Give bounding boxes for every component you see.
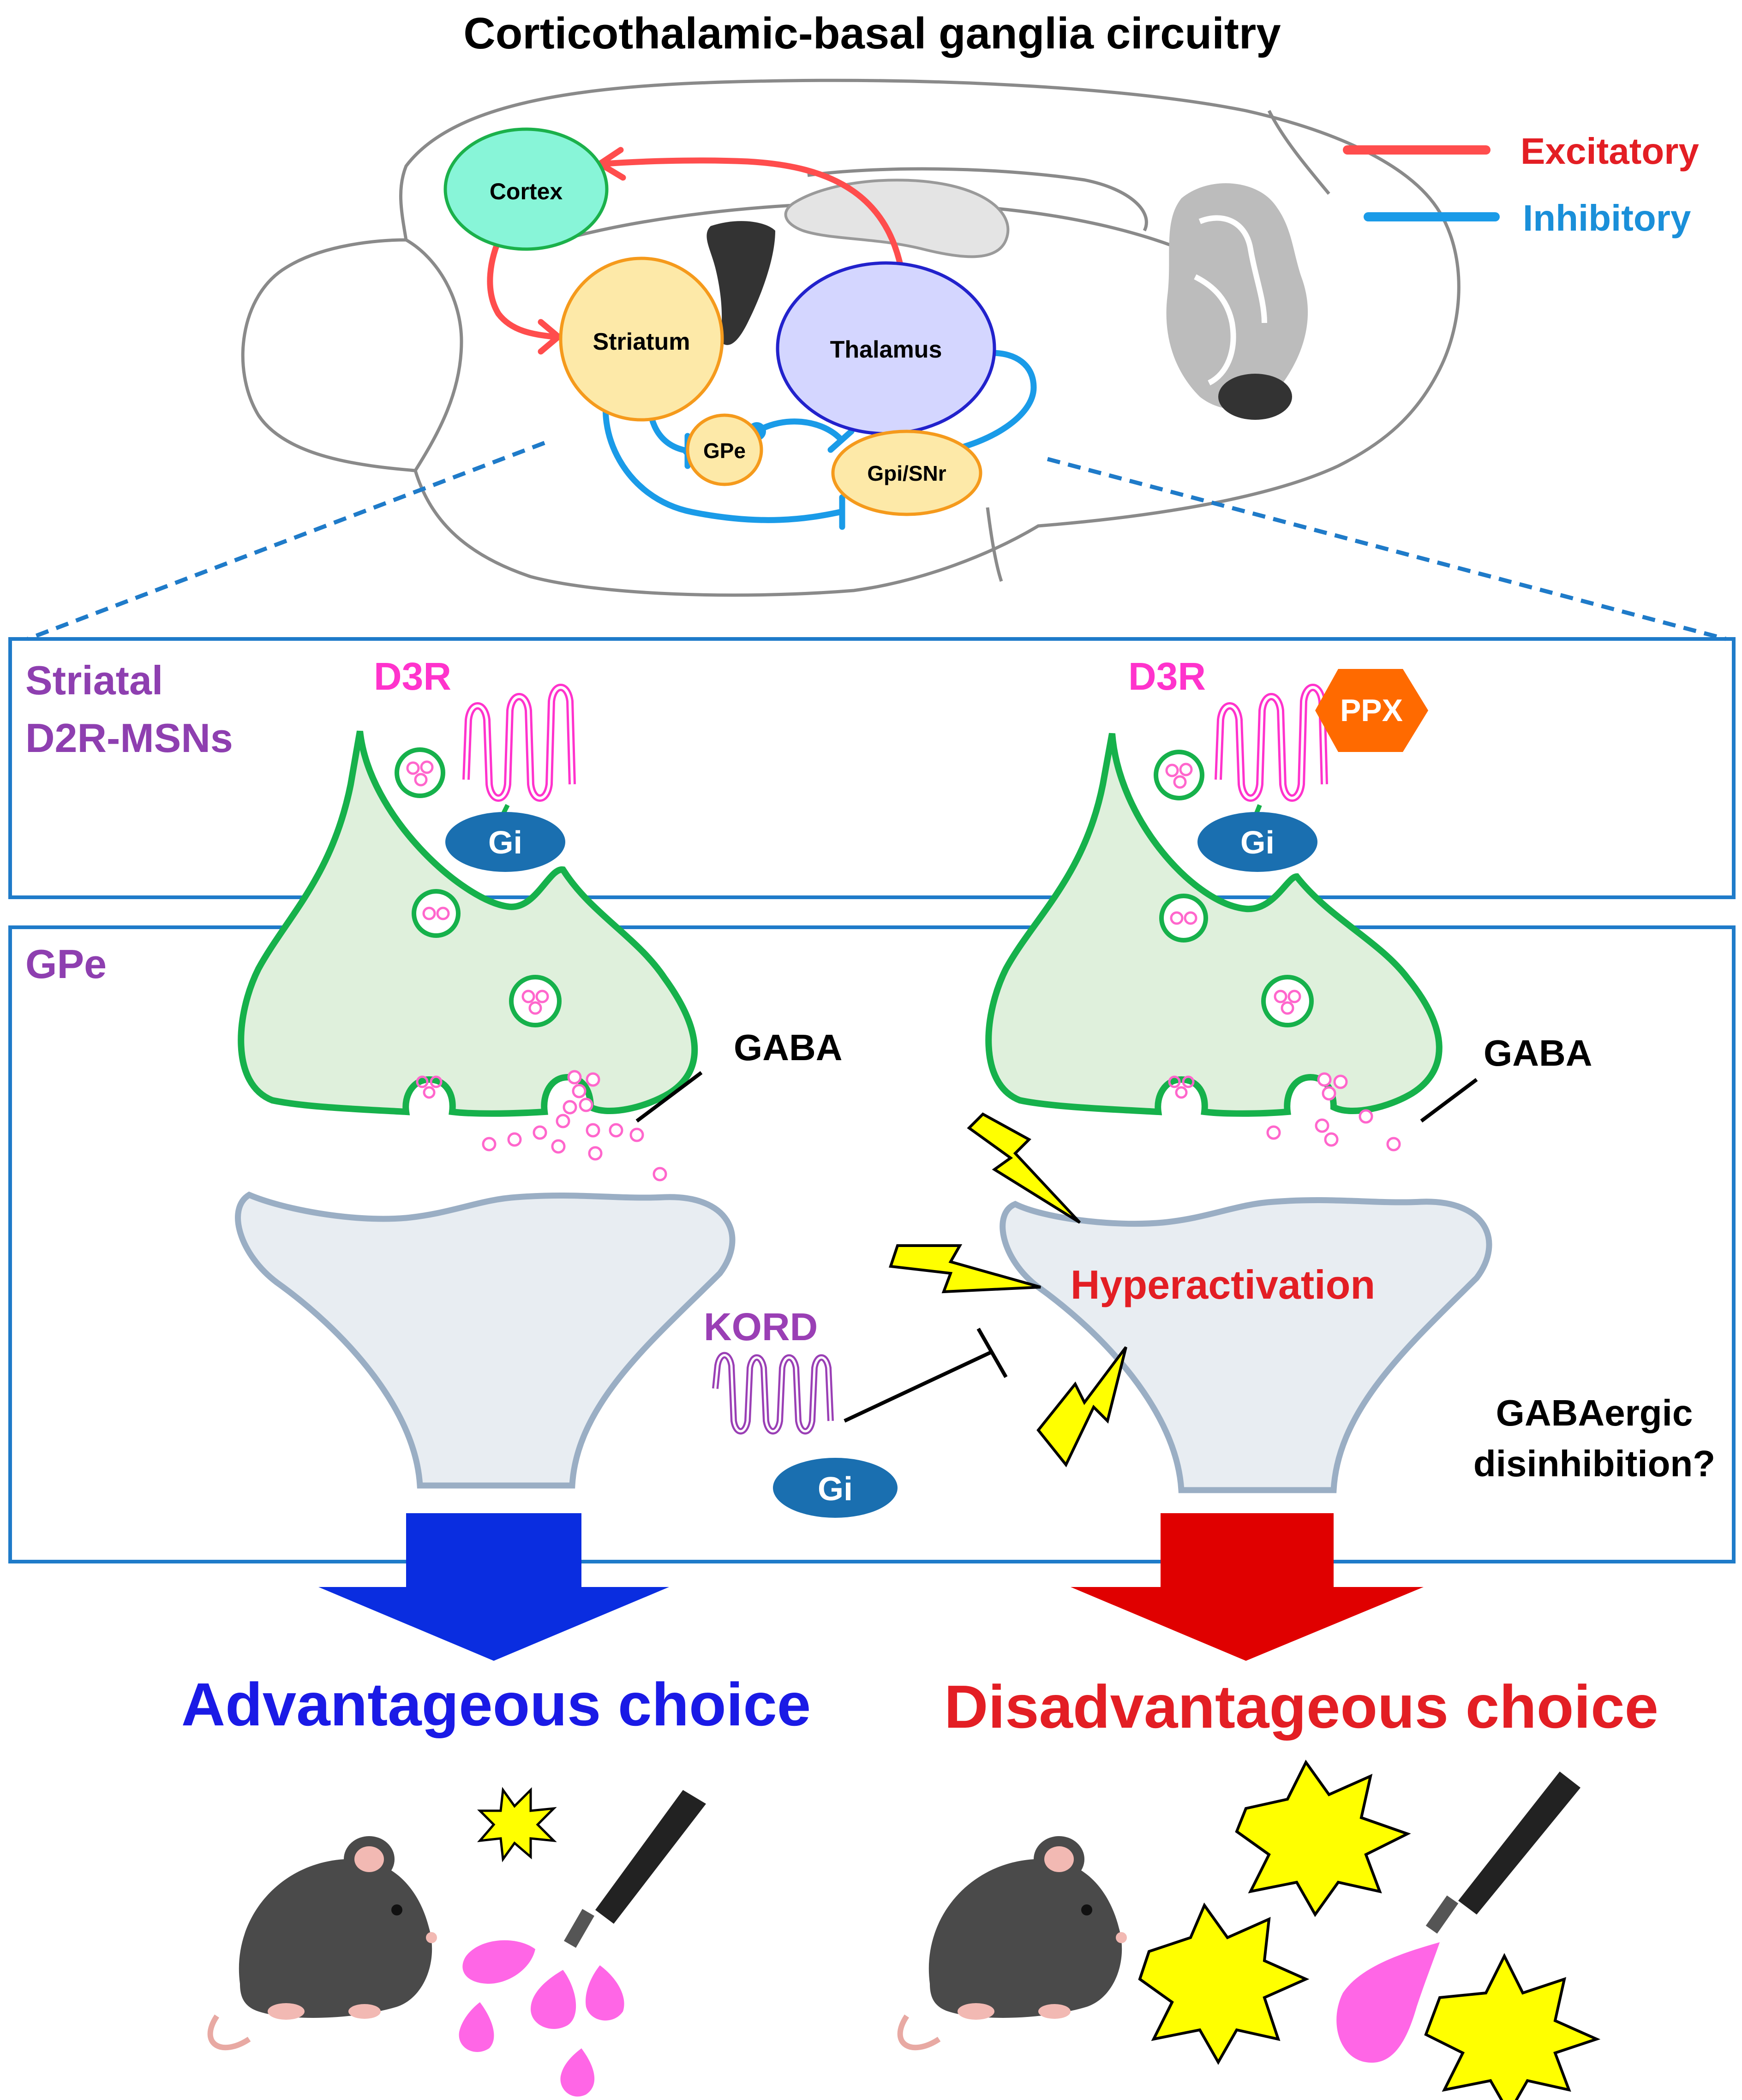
kord-inhibition-line [844,1350,993,1423]
right-synapse: GABA D3R PPX Gi Hyperactivation GABAergi… [888,655,1715,1493]
kord-label: KORD [704,1305,818,1348]
lateral-ventricle [706,221,775,345]
hyperactivation-label: Hyperactivation [1071,1262,1375,1307]
kord-group: KORD Gi [704,1305,1008,1518]
right-presynaptic-terminal [985,733,1443,1117]
disinhibition-label-line2: disinhibition? [1473,1443,1715,1484]
panel-label-gpe: GPe [25,941,107,987]
right-postsynaptic-neuron [1000,1197,1492,1493]
disadvantageous-arrow [1071,1513,1424,1661]
left-small-burst-icon [477,1787,557,1862]
legend: Excitatory Inhibitory [1343,131,1699,239]
lightning-bolt-icon [888,1244,1041,1294]
left-gaba-molecules [482,1070,667,1181]
right-gaba-molecules [1266,1072,1401,1151]
region-thalamus-label: Thalamus [830,336,942,363]
left-gaba-label: GABA [734,1027,843,1068]
burst-icon [1235,1760,1411,1917]
ppx-hexagon [1315,669,1428,752]
left-pink-droplets [459,1940,624,2097]
region-gpe [686,413,763,486]
region-gpi-snr-label: Gpi/SNr [867,461,946,485]
panel-label-striatal: Striatal [25,657,163,703]
figure-title: Corticothalamic-basal ganglia circuitry [463,9,1281,58]
lightning-bolt-icon [967,1112,1081,1224]
left-mouse-icon [207,1836,437,2051]
hippocampus [784,179,1010,258]
left-gi-protein [445,812,565,872]
gpe-to-gpisnr-inhibitory [754,418,843,441]
gpe-panel [8,925,1736,1563]
burst-icon [1424,1953,1601,2100]
right-pink-droplet [1336,1942,1440,2063]
region-gpe-label: GPe [703,439,746,463]
kord-gi-protein [773,1458,898,1518]
left-postsynaptic-neuron [235,1191,736,1489]
right-d3r-label: D3R [1128,655,1206,698]
lightning-bolts [888,1112,1127,1468]
striatum-to-gpisnr-inhibitory [603,384,843,523]
left-vesicles [395,747,562,1027]
left-d3r-label: D3R [374,655,451,698]
disinhibition-label-line1: GABAergic [1496,1392,1693,1433]
left-presynaptic-terminal [238,730,698,1117]
right-large-bursts [1138,1760,1601,2100]
right-gaba-label: GABA [1484,1032,1592,1074]
right-d3r-receptor [1215,684,1328,802]
gpisnr-to-thalamus-inhibitory [938,350,1037,455]
cortex-to-striatum-excitatory [487,227,557,340]
brain-regions: Cortex Striatum Thalamus GPe Gpi/SNr [443,127,996,516]
ppx-label: PPX [1340,693,1403,728]
zoom-lines [27,441,1727,641]
striatal-panel [8,637,1736,899]
left-d3r-receptor [462,684,576,802]
left-air-puff-nozzle [564,1790,706,1948]
region-striatum-label: Striatum [593,328,690,355]
legend-excitatory-label: Excitatory [1521,131,1699,172]
thalamus-to-cortex-excitatory [601,157,908,294]
kord-gi-label: Gi [818,1471,853,1508]
region-striatum [559,257,724,422]
advantageous-arrow [318,1513,669,1661]
right-vesicles [1154,750,1314,1027]
region-gpi-snr [831,430,982,516]
burst-icon [1138,1902,1310,2065]
lightning-bolt-icon [1036,1346,1127,1468]
cerebellum [1166,183,1308,420]
left-gi-label: Gi [488,824,522,860]
right-air-puff-nozzle [1425,1772,1580,1934]
panel-label-d2r-msns: D2R-MSNs [25,715,233,761]
right-mouse-icon [897,1836,1127,2051]
advantageous-choice-label: Advantageous choice [181,1670,811,1738]
disadvantageous-choice-label: Disadvantageous choice [944,1673,1658,1741]
legend-inhibitory-label: Inhibitory [1523,197,1691,239]
region-cortex-label: Cortex [490,179,563,204]
left-synapse: GABA D3R Gi [235,655,843,1489]
region-cortex [443,127,609,251]
right-gi-protein [1197,812,1317,872]
right-gi-label: Gi [1240,824,1275,860]
